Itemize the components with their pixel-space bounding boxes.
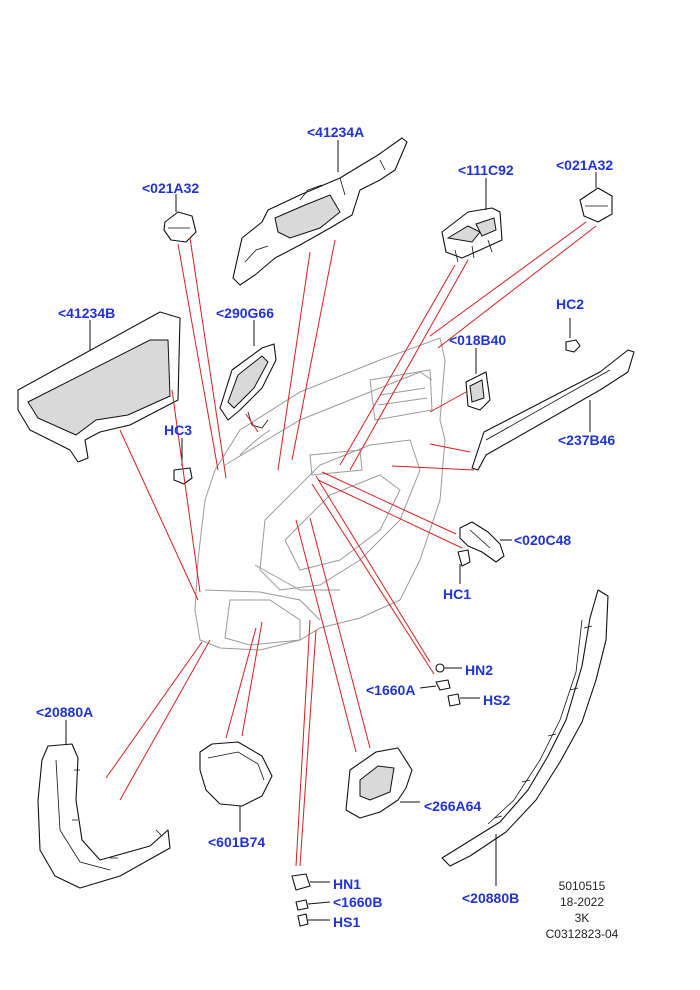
callout-290G66[interactable]: <290G66 <box>216 305 274 321</box>
callout-1660A[interactable]: <1660A <box>366 682 416 698</box>
callout-1660B[interactable]: <1660B <box>333 894 383 910</box>
part-237B46 <box>471 349 635 471</box>
callout-41234B[interactable]: <41234B <box>58 305 116 321</box>
part-41234B <box>17 311 181 463</box>
callout-021A32-right[interactable]: <021A32 <box>556 157 614 173</box>
part-018B40 <box>465 371 491 411</box>
callout-020C48[interactable]: <020C48 <box>514 532 572 548</box>
callout-HC1[interactable]: HC1 <box>443 586 472 602</box>
part-290G66 <box>219 343 277 429</box>
screw-HC2 <box>565 318 581 353</box>
reference-number: 5010515 <box>558 879 606 893</box>
callout-20880A[interactable]: <20880A <box>36 704 94 720</box>
callout-601B74[interactable]: <601B74 <box>208 834 266 850</box>
callout-HS1[interactable]: HS1 <box>333 914 361 930</box>
part-266A64 <box>345 747 413 819</box>
part-111C92 <box>441 207 503 263</box>
callout-237B46[interactable]: <237B46 <box>558 432 616 448</box>
callout-266A64[interactable]: <266A64 <box>424 798 482 814</box>
callout-HN1[interactable]: HN1 <box>333 876 362 892</box>
callout-HN2[interactable]: HN2 <box>465 662 494 678</box>
callout-HC3[interactable]: HC3 <box>164 422 193 438</box>
hardware-1660A <box>419 663 480 707</box>
callout-41234A[interactable]: <41234A <box>307 124 365 140</box>
part-021A32-right <box>579 187 613 223</box>
label-pointers <box>65 140 597 886</box>
callout-HC2[interactable]: HC2 <box>556 296 585 312</box>
reference-date: 18-2022 <box>559 895 605 909</box>
part-20880A <box>37 743 171 889</box>
diagram-reference: 5010515 18-2022 3K C0312823-04 <box>522 878 642 942</box>
door-trim-panel <box>194 337 446 651</box>
reference-id: C0312823-04 <box>545 927 619 941</box>
callout-HS2[interactable]: HS2 <box>483 692 511 708</box>
part-021A32-left <box>163 211 197 243</box>
part-601B74 <box>199 741 273 807</box>
hardware-1660B <box>291 873 331 927</box>
reference-code: 3K <box>574 911 590 925</box>
callout-20880B[interactable]: <20880B <box>462 890 520 906</box>
leader-lines <box>105 221 597 867</box>
callout-021A32-left[interactable]: <021A32 <box>142 180 200 196</box>
callout-018B40[interactable]: <018B40 <box>449 332 507 348</box>
part-020C48 <box>457 521 505 567</box>
callout-111C92[interactable]: <111C92 <box>458 162 514 178</box>
part-41234A <box>232 137 408 286</box>
clip-HC3 <box>173 438 193 485</box>
part-20880B <box>441 589 609 867</box>
